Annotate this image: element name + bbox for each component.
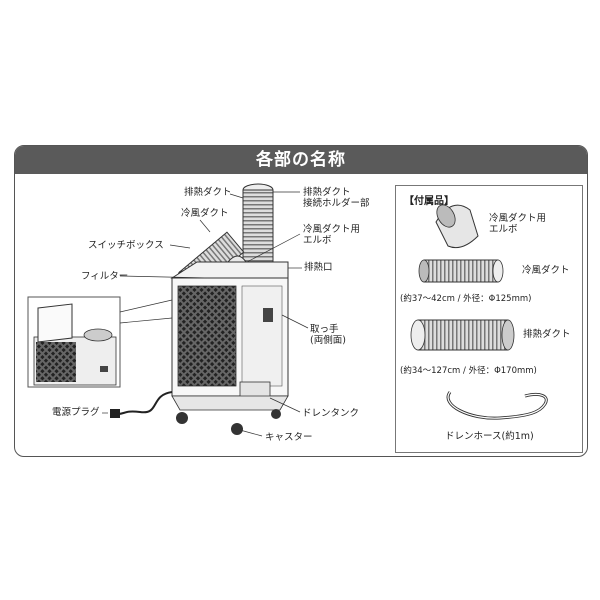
- label-exhaust-port: 排熱口: [304, 262, 333, 273]
- label-switch-box: スイッチボックス: [88, 240, 164, 251]
- accessory-cold-duct-label: 冷風ダクト: [522, 265, 570, 276]
- accessory-drain-hose-label: ドレンホース(約1m): [445, 431, 534, 442]
- accessory-cold-duct-spec: (約37～42cm / 外径：Φ125mm): [400, 294, 532, 304]
- caster-drawing: [176, 409, 281, 435]
- label-drain-tank: ドレンタンク: [302, 408, 360, 419]
- label-exhaust-duct: 排熱ダクト: [184, 187, 232, 198]
- accessory-drain-hose-drawing: [446, 391, 548, 420]
- accessory-exhaust-duct-drawing: [410, 319, 515, 351]
- label-caster: キャスター: [265, 432, 313, 443]
- label-power-plug: 電源プラグ: [52, 407, 100, 418]
- accessories-title: 【付属品】: [404, 196, 454, 207]
- accessory-exhaust-duct-spec: (約34～127cm / 外径：Φ170mm): [400, 366, 537, 376]
- label-cold-air-elbow: 冷風ダクト用 エルボ: [303, 224, 361, 246]
- accessories-box: 【付属品】: [395, 185, 583, 453]
- label-cold-air-duct: 冷風ダクト: [181, 208, 229, 219]
- page-title: 各部の名称: [256, 150, 346, 170]
- leader-lines: [102, 191, 309, 437]
- accessory-exhaust-duct-label: 排熱ダクト: [523, 329, 571, 340]
- accessory-elbow-drawing: [435, 204, 479, 249]
- accessory-cold-duct-drawing: [418, 259, 504, 283]
- power-plug-drawing: [110, 409, 120, 418]
- power-cord-drawing: [117, 391, 173, 415]
- label-filter: フィルター: [81, 271, 129, 282]
- unit-body-drawing: [170, 261, 289, 411]
- label-exhaust-duct-connector: 排熱ダクト 接続ホルダー部: [303, 187, 370, 209]
- label-handle: 取っ手 (両側面): [310, 324, 346, 346]
- title-banner: [15, 146, 587, 174]
- accessory-elbow-label: 冷風ダクト用 エルボ: [489, 213, 547, 235]
- filter-inset: [27, 296, 121, 388]
